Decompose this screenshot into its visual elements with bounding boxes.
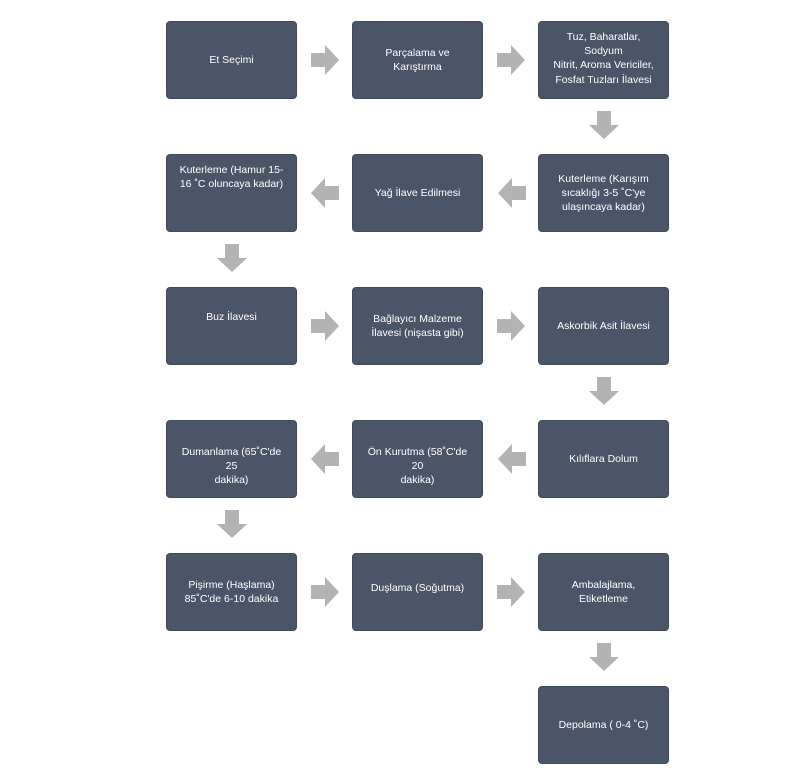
arrow-down-icon bbox=[589, 643, 619, 671]
step-kuterleme-karisim: Kuterleme (Karışım sıcaklığı 3-5 ˚C'ye u… bbox=[538, 154, 669, 232]
step-et-secimi: Et Seçimi bbox=[166, 21, 297, 99]
arrow-right-icon bbox=[497, 577, 525, 607]
step-label: Buz İlavesi bbox=[206, 311, 257, 323]
step-label: Kılıflara Dolum bbox=[569, 452, 638, 465]
step-label: Kuterleme (Karışım sıcaklığı 3-5 ˚C'ye u… bbox=[558, 172, 649, 214]
step-label: Yağ İlave Edilmesi bbox=[374, 186, 461, 199]
step-label: Askorbik Asit İlavesi bbox=[557, 319, 650, 332]
step-label: Duşlama (Soğutma) bbox=[370, 581, 465, 594]
arrow-down-icon bbox=[589, 377, 619, 405]
step-label: Bağlayıcı Malzeme İlavesi (nişasta gibi) bbox=[371, 313, 464, 340]
arrow-left-icon bbox=[498, 178, 526, 208]
step-yag-ilave: Yağ İlave Edilmesi bbox=[352, 154, 483, 232]
arrow-right-icon bbox=[311, 311, 339, 341]
arrow-left-icon bbox=[498, 444, 526, 474]
arrow-left-icon bbox=[311, 444, 339, 474]
step-depolama: Depolama ( 0-4 ˚C) bbox=[538, 686, 669, 764]
step-label: Ambalajlama, Etiketleme bbox=[571, 579, 636, 606]
step-tuz-baharat: Tuz, Baharatlar, Sodyum Nitrit, Aroma Ve… bbox=[538, 21, 669, 99]
step-label: Tuz, Baharatlar, Sodyum Nitrit, Aroma Ve… bbox=[553, 31, 654, 86]
arrow-right-icon bbox=[311, 577, 339, 607]
step-dumanlama: Dumanlama (65˚C'de 25 dakika) bbox=[166, 420, 297, 498]
arrow-left-icon bbox=[311, 178, 339, 208]
arrow-down-icon bbox=[217, 244, 247, 272]
step-kiliflara-dolum: Kılıflara Dolum bbox=[538, 420, 669, 498]
step-parcalama: Parçalama ve Karıştırma bbox=[352, 21, 483, 99]
step-label: Kuterleme (Hamur 15- 16 ˚C oluncaya kada… bbox=[179, 164, 284, 191]
step-label: Parçalama ve Karıştırma bbox=[385, 46, 450, 73]
step-kuterleme-hamur: Kuterleme (Hamur 15- 16 ˚C oluncaya kada… bbox=[166, 154, 297, 232]
step-label: Depolama ( 0-4 ˚C) bbox=[558, 718, 649, 731]
step-label: Pişirme (Haşlama) 85˚C'de 6-10 dakika bbox=[184, 579, 279, 606]
arrow-down-icon bbox=[589, 111, 619, 139]
step-baglayici: Bağlayıcı Malzeme İlavesi (nişasta gibi) bbox=[352, 287, 483, 365]
step-ambalajlama: Ambalajlama, Etiketleme bbox=[538, 553, 669, 631]
arrow-right-icon bbox=[497, 311, 525, 341]
step-askorbik-asit: Askorbik Asit İlavesi bbox=[538, 287, 669, 365]
step-label: Dumanlama (65˚C'de 25 dakika) bbox=[181, 446, 282, 487]
step-pisirme: Pişirme (Haşlama) 85˚C'de 6-10 dakika bbox=[166, 553, 297, 631]
step-label: Ön Kurutma (58˚C'de 20 dakika) bbox=[367, 446, 468, 487]
arrow-down-icon bbox=[217, 510, 247, 538]
step-duslama: Duşlama (Soğutma) bbox=[352, 553, 483, 631]
arrow-right-icon bbox=[497, 45, 525, 75]
step-buz-ilavesi: Buz İlavesi bbox=[166, 287, 297, 365]
step-label: Et Seçimi bbox=[209, 53, 254, 66]
step-on-kurutma: Ön Kurutma (58˚C'de 20 dakika) bbox=[352, 420, 483, 498]
arrow-right-icon bbox=[311, 45, 339, 75]
